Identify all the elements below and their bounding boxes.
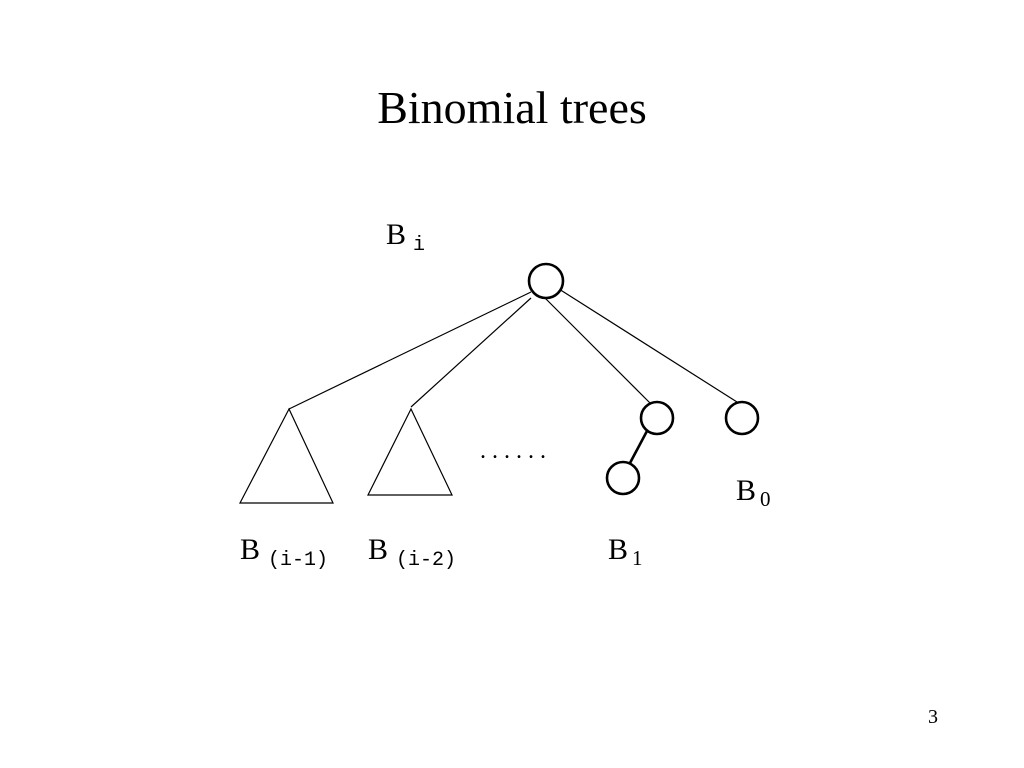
root-label-sub: i <box>413 234 425 257</box>
subtree-label-b-i-1-sub: (i-1) <box>268 549 328 572</box>
b0-node <box>724 400 760 436</box>
page-number: 3 <box>928 706 938 728</box>
subtree-label-b0: B 0 <box>736 474 771 511</box>
edge-b1-internal <box>628 430 649 464</box>
subtree-label-b-i-1-base: B <box>240 533 260 566</box>
subtree-label-b1-base: B <box>608 533 628 566</box>
subtree-label-b-i-1: B (i-1) <box>240 533 328 572</box>
root-node <box>527 262 565 300</box>
edge-root-to-b-i-2 <box>410 297 532 408</box>
subtree-label-b1-sub: 1 <box>632 546 643 570</box>
subtree-b-i-1-triangle <box>239 407 334 504</box>
edge-root-to-b0 <box>558 288 738 403</box>
edge-root-to-b-i-1 <box>288 291 532 410</box>
subtree-label-b-i-2-sub: (i-2) <box>396 549 456 572</box>
edge-root-to-b1 <box>544 297 651 404</box>
subtree-label-b-i-2-base: B <box>368 533 388 566</box>
subtree-label-b0-sub: 0 <box>760 487 771 511</box>
b1-bottom-node <box>605 460 641 496</box>
ellipsis: ...... <box>480 438 552 464</box>
subtree-label-b-i-2: B (i-2) <box>368 533 456 572</box>
subtree-b-i-2-triangle <box>367 407 453 496</box>
root-label-base: B <box>386 218 406 251</box>
subtree-label-b1: B 1 <box>608 533 643 570</box>
subtree-label-b0-base: B <box>736 474 756 507</box>
b1-top-node <box>639 400 675 436</box>
slide-title: Binomial trees <box>377 82 647 133</box>
root-label: B i <box>386 218 425 257</box>
